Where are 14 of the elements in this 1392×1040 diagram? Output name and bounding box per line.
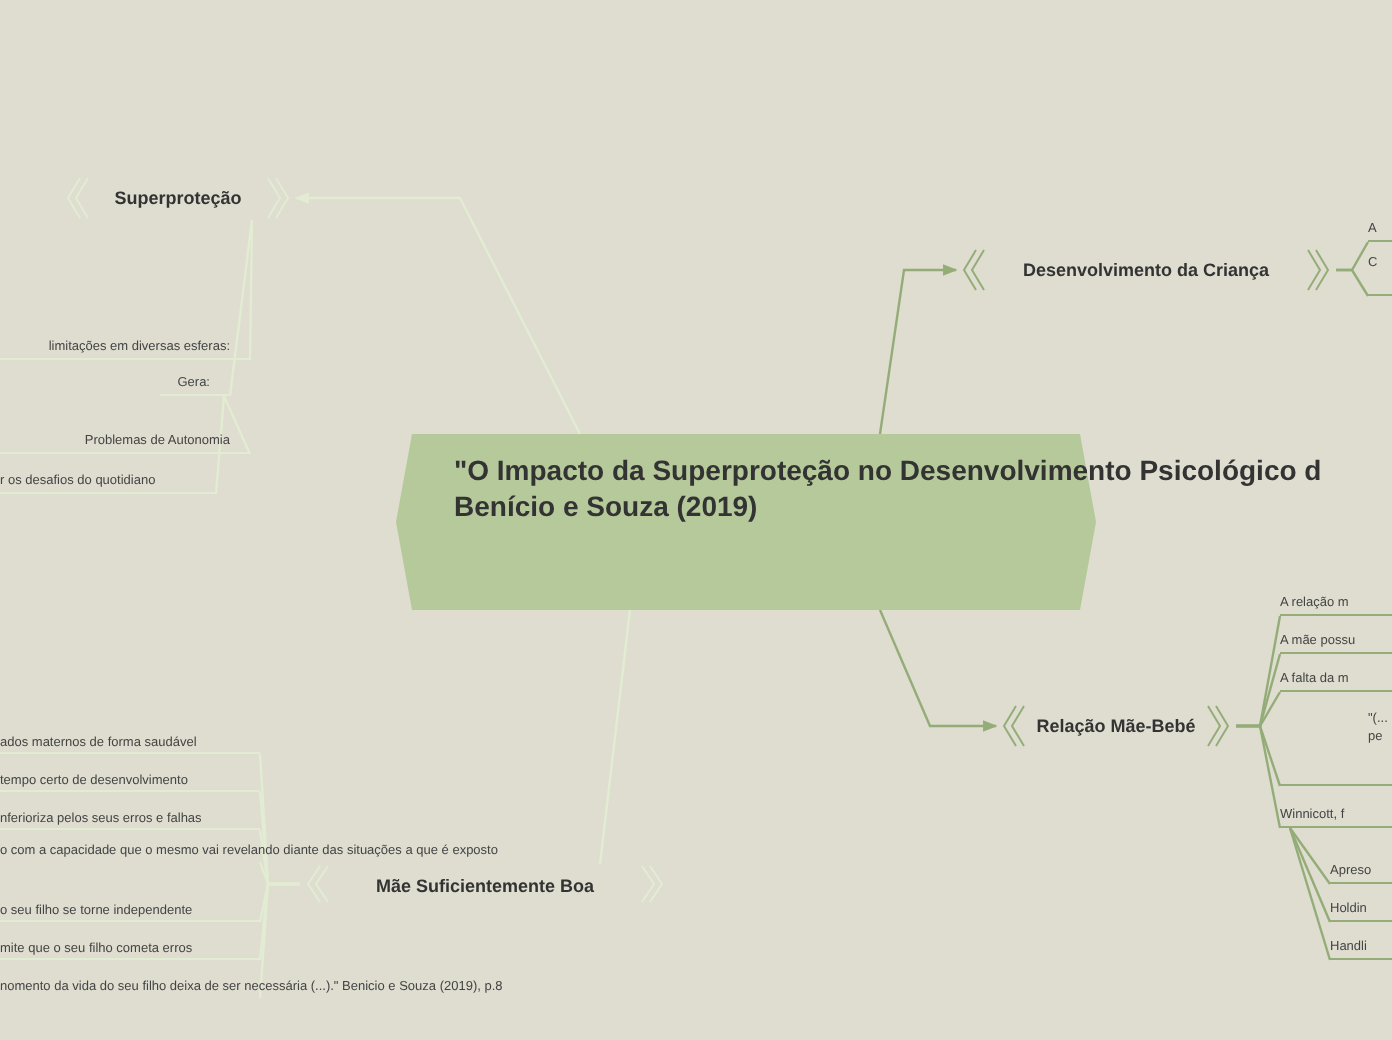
connector-line	[878, 264, 958, 435]
topic-title: "O Impacto da Superproteção no Desenvolvimento Psicológico d Benício e Souza (2019)	[454, 452, 1324, 524]
connector-line	[878, 609, 998, 732]
connector-line	[1289, 827, 1331, 885]
branch-topic: Desenvolvimento da Criança	[956, 248, 1336, 292]
connector-line	[294, 192, 582, 435]
branch-topic: Relação Mãe-Bebé	[996, 704, 1236, 748]
connector-line	[1336, 268, 1370, 297]
connector-line	[1236, 724, 1282, 829]
connector-line	[1288, 827, 1332, 961]
connector-line	[598, 609, 632, 865]
branch-topic: Mãe Suficientemente Boa	[300, 864, 670, 904]
connector-line	[1288, 827, 1332, 923]
branch-topic: Superproteção	[60, 176, 296, 220]
